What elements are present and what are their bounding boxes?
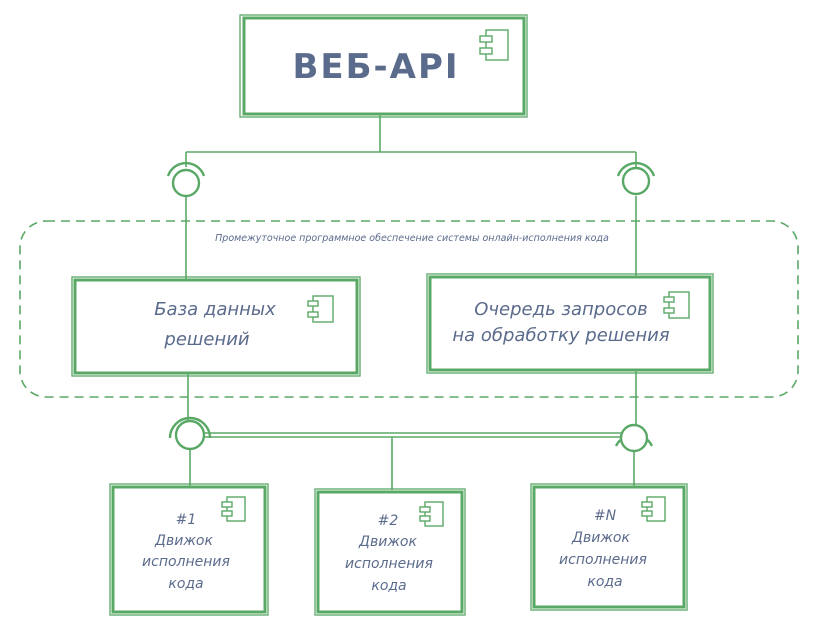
component-icon [307, 295, 334, 323]
engine-number: #2 [378, 513, 399, 529]
provided-interface-ball [171, 168, 201, 198]
required-interface-socket [166, 161, 206, 177]
engine-label-line3: кода [587, 574, 622, 590]
provided-interface-ball [621, 166, 651, 196]
engine-label-line1: Движок [571, 530, 630, 546]
execution-engine-n-component: #N Движок исполнения кода [530, 483, 688, 611]
engine-label-line1: Движок [358, 534, 417, 550]
middleware-group-label: Промежуточное программное обеспечение си… [215, 233, 609, 244]
provided-interface-ball [619, 423, 649, 453]
solutions-database-component: База данных решений [71, 276, 361, 377]
request-queue-label-line2: на обработку решения [452, 325, 669, 346]
engine-number: #1 [176, 512, 197, 528]
solutions-database-label-line1: База данных [154, 299, 276, 320]
required-interface-socket [616, 161, 656, 177]
engine-number: #N [594, 508, 617, 524]
component-icon [641, 496, 666, 522]
solutions-database-label-line2: решений [163, 329, 250, 350]
execution-engine-1-component: #1 Движок исполнения кода [109, 483, 269, 616]
component-icon [221, 496, 246, 522]
engine-label-line3: кода [371, 578, 406, 594]
engine-label-line3: кода [168, 576, 203, 592]
web-api-component: ВЕБ-API [239, 14, 528, 118]
provided-interface-ball [174, 419, 206, 451]
execution-engine-2-component: #2 Движок исполнения кода [314, 488, 466, 616]
engine-label-line2: исполнения [559, 552, 647, 568]
middleware-group-boundary [19, 220, 799, 398]
engine-label-line1: Движок [154, 533, 213, 549]
request-queue-label-line1: Очередь запросов [474, 299, 647, 320]
required-interface-socket [168, 416, 212, 439]
engine-label-line2: исполнения [345, 556, 433, 572]
request-queue-component: Очередь запросов на обработку решения [426, 273, 714, 374]
component-icon [419, 501, 444, 527]
engine-label-line2: исполнения [142, 554, 230, 570]
component-icon [663, 291, 690, 319]
component-icon [479, 29, 509, 61]
web-api-label: ВЕБ-API [292, 47, 459, 87]
